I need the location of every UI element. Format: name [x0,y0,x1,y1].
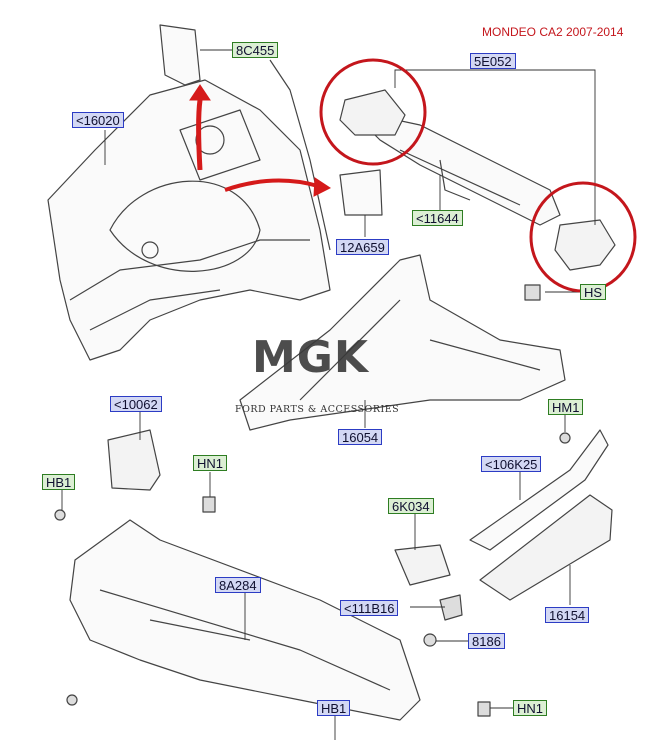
label-6k034: 6K034 [388,498,434,514]
label-106k25: <106K25 [481,456,542,472]
nut-hn1-left [202,496,216,513]
arrow-up-head [189,84,211,101]
watermark-brand: MGK [252,332,369,383]
label-11644: <11644 [412,210,463,226]
label-16154: 16154 [545,607,590,623]
inner-wing-panel [47,59,331,361]
nut-hn1-bottom [477,701,491,717]
cross-member-11644 [349,109,561,226]
clip-111b16 [439,594,463,621]
label-8a284: 8A284 [215,577,261,593]
leader-lines [61,49,596,740]
label-hs: HS [580,284,607,300]
label-hb1-b: HB1 [317,700,351,716]
label-8186: 8186 [468,633,505,649]
nut-8186 [423,633,437,647]
bolt-hb1-bottom [66,694,78,706]
bracket-8c455 [159,24,201,86]
label-16020: <16020 [72,112,124,128]
label-hn1-a: HN1 [193,455,228,471]
mount-bracket-right [554,219,616,271]
label-hm1: HM1 [548,399,584,415]
label-12a659: 12A659 [336,239,389,255]
page-title: MONDEO CA2 2007-2014 [482,25,624,39]
arrow-up [196,99,203,171]
label-8c455: 8C455 [232,42,279,58]
arrow-right [224,178,319,192]
bolt-hm1 [559,432,571,444]
label-16054: 16054 [338,429,383,445]
bracket-6k034 [394,544,451,586]
label-hb1-a: HB1 [42,474,76,490]
rail-106k25 [469,429,609,551]
red-arrows [189,84,331,197]
bracket-12a659 [339,169,383,216]
label-111b16: <111B16 [340,600,399,616]
mount-bracket-left [339,89,406,136]
bracket-10062 [107,429,161,491]
watermark-tagline: FORD PARTS & ACCESSORIES [235,404,400,415]
label-hn1-b: HN1 [513,700,548,716]
arrow-right-head [313,177,331,197]
label-5e052: 5E052 [470,53,516,69]
bolt-hs [524,284,541,301]
highlight-circle-left [319,58,427,166]
rail-16154 [479,494,613,601]
bolt-hb1-left [54,509,66,521]
label-10062: <10062 [110,396,162,412]
side-member-16054 [239,254,566,431]
